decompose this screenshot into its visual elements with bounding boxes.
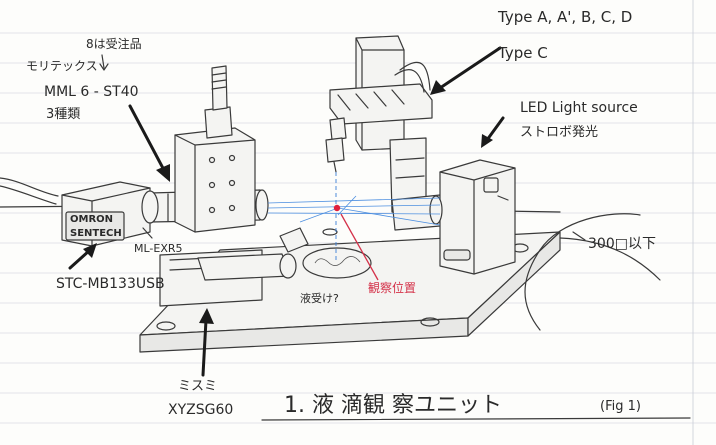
camera-body bbox=[61, 181, 151, 247]
title-underline bbox=[261, 417, 691, 421]
nozzle-tube bbox=[399, 61, 431, 91]
stage-top-knob-block bbox=[204, 106, 233, 139]
size-leader-line bbox=[572, 231, 586, 241]
led-cable-lower bbox=[524, 249, 541, 331]
figure-tag: (Fig 1) bbox=[600, 399, 641, 414]
stage-side-micrometer bbox=[197, 253, 291, 281]
camera-model-label: STC-MB133USB bbox=[56, 276, 165, 292]
annotation-arrows bbox=[68, 46, 586, 377]
led-light-source bbox=[429, 159, 516, 275]
arrow-to-lens bbox=[128, 104, 167, 174]
led-cable bbox=[559, 237, 661, 281]
led-line-1: LED Light source bbox=[520, 100, 638, 116]
camera-brand-2: SENTECH bbox=[70, 228, 122, 239]
type-line-2: Type C bbox=[497, 44, 548, 62]
camera-cable-2 bbox=[0, 185, 57, 205]
led-line-2: ストロボ発光 bbox=[520, 125, 598, 140]
size-note: 300□以下 bbox=[588, 236, 656, 252]
led-cable-upper bbox=[539, 213, 641, 251]
camera-brand-1: OMRON bbox=[70, 214, 113, 225]
stage-model-label: XYZSG60 bbox=[168, 402, 233, 418]
stage-maker-label: ミスミ bbox=[178, 379, 217, 394]
observation-point-label: 観察位置 bbox=[368, 280, 416, 295]
order-note: 8は受注品 bbox=[86, 36, 142, 51]
lens-model-label: MML 6 - ST40 bbox=[44, 84, 139, 100]
droplet-head-assembly bbox=[325, 35, 441, 231]
small-arrow-light-model bbox=[142, 227, 153, 239]
arrow-to-stage bbox=[201, 318, 208, 377]
arrow-to-led bbox=[485, 116, 505, 142]
camera-cable bbox=[0, 177, 59, 197]
arrow-to-camera bbox=[68, 248, 92, 270]
receptacle-liquid bbox=[314, 256, 361, 266]
arrow-to-head bbox=[438, 46, 502, 90]
observation-point-leader bbox=[340, 213, 379, 281]
droplet-receptacle bbox=[302, 247, 372, 279]
small-arrow-order bbox=[101, 54, 105, 69]
observation-point-marker bbox=[333, 204, 341, 212]
droplet-nozzle bbox=[325, 137, 345, 163]
camera-label-plate bbox=[65, 211, 125, 241]
droplet-question-label: 液受け? bbox=[300, 291, 339, 305]
figure-title: 1. 液 滴観 察ユニット bbox=[284, 393, 502, 418]
maker-label: モリテックス bbox=[26, 59, 98, 73]
type-line-1: Type A, A', B, C, D bbox=[497, 8, 632, 26]
xyz-stage bbox=[159, 65, 309, 307]
lens-variants-label: 3種類 bbox=[46, 106, 80, 122]
light-model-label: ML-EXR5 bbox=[134, 242, 183, 255]
